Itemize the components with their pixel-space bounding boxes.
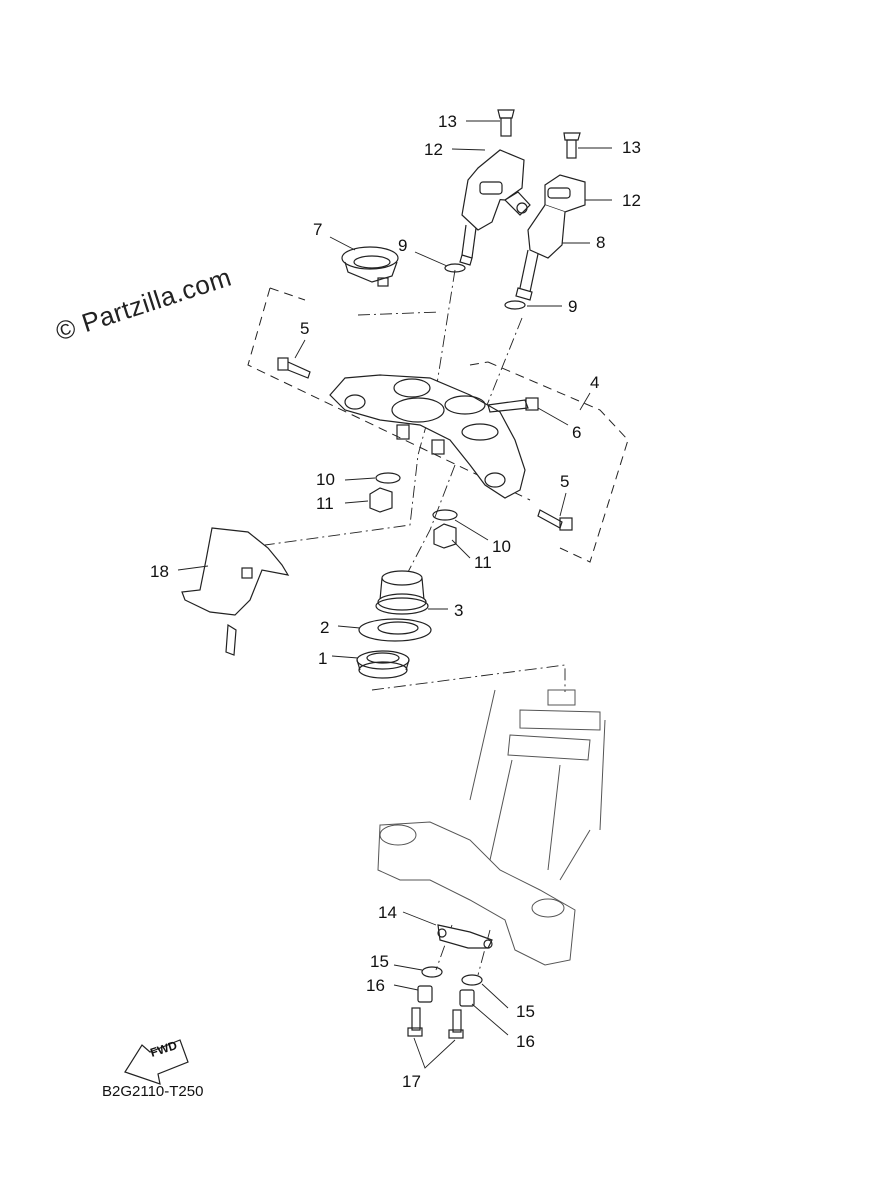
washer-9-lower	[504, 300, 526, 310]
callout-16-left: 16	[366, 976, 385, 995]
callout-11-right: 11	[474, 553, 492, 572]
bolt-17-left	[407, 1007, 423, 1037]
spacer-3	[375, 570, 429, 615]
fwd-arrow-icon	[124, 1039, 189, 1085]
callout-5-right: 5	[560, 472, 570, 491]
callout-15-right: 15	[516, 1002, 535, 1021]
bearing-1	[356, 650, 410, 679]
callout-3: 3	[454, 601, 464, 620]
handlebar-holder-left	[459, 109, 531, 266]
upper-bracket-boundary	[247, 287, 629, 563]
upper-bracket-4	[329, 374, 526, 499]
callout-10-right: 10	[492, 537, 511, 556]
callout-13-upper: 13	[438, 112, 457, 131]
nut-11-left	[369, 487, 393, 513]
washer-10-left	[375, 472, 401, 484]
callout-9-upper: 9	[398, 236, 408, 255]
callout-12-right: 12	[622, 191, 641, 210]
callout-9-lower: 9	[568, 297, 578, 316]
washer-2	[358, 618, 432, 642]
callout-13-right: 13	[622, 138, 641, 157]
steering-stem-lower	[377, 689, 606, 966]
callout-12-upper: 12	[424, 140, 443, 159]
handlebar-holder-right	[515, 132, 586, 301]
leader-lines	[177, 120, 612, 1069]
bolt-5-right	[537, 509, 573, 531]
callout-4: 4	[590, 373, 600, 392]
callout-14: 14	[378, 903, 397, 922]
bracket-14	[437, 924, 493, 949]
callout-5-left: 5	[300, 319, 310, 338]
washer-9-upper	[444, 263, 466, 273]
callout-16-right: 16	[516, 1032, 535, 1051]
collar-16-right	[459, 989, 475, 1007]
grommet-15-left	[421, 966, 443, 978]
grommet-15-right	[461, 974, 483, 986]
bolt-17-right	[448, 1009, 464, 1039]
bolt-6	[487, 397, 539, 413]
callout-2: 2	[320, 618, 330, 637]
bolt-5-left	[277, 357, 311, 379]
callout-1: 1	[318, 649, 328, 668]
nut-11-right	[433, 523, 457, 549]
callout-17: 17	[402, 1072, 421, 1091]
washer-10-right	[432, 509, 458, 521]
callout-7: 7	[313, 220, 323, 239]
callout-6: 6	[572, 423, 582, 442]
bracket-18	[181, 527, 290, 656]
callout-18: 18	[150, 562, 169, 581]
callout-10-left: 10	[316, 470, 335, 489]
callout-8: 8	[596, 233, 606, 252]
cap-7	[341, 246, 399, 287]
callout-11-left: 11	[316, 494, 334, 513]
collar-16-left	[417, 985, 433, 1003]
callout-15-left: 15	[370, 952, 389, 971]
diagram-code: B2G2110-T250	[102, 1083, 204, 1100]
